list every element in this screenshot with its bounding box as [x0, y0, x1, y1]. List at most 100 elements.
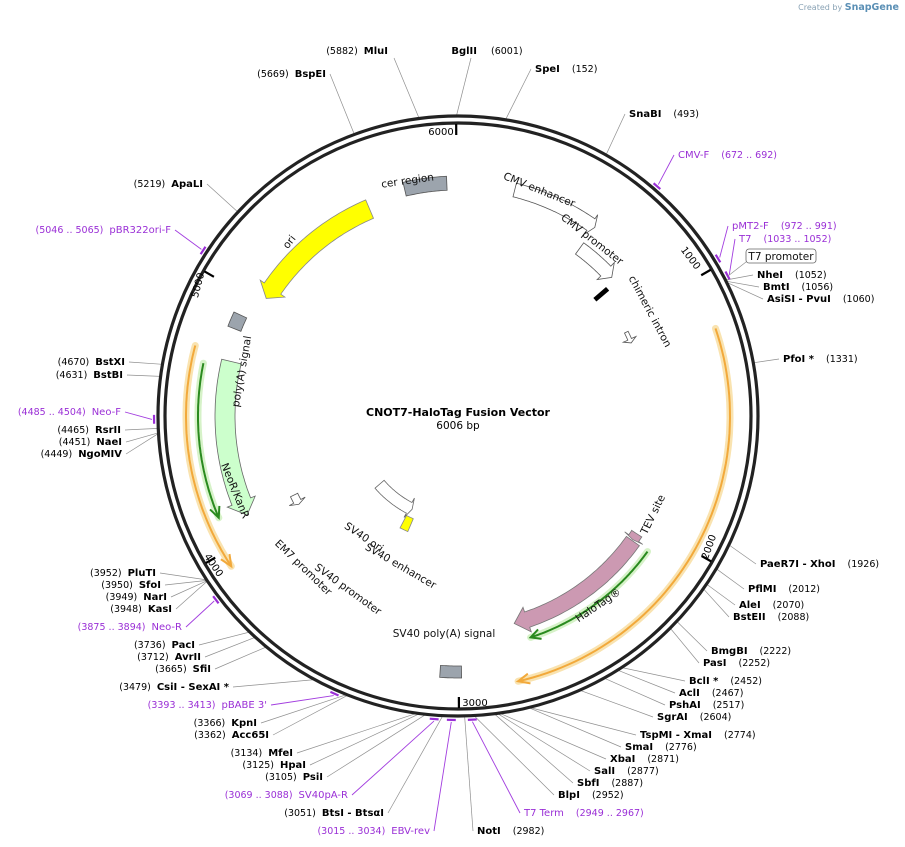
primer-range: (972 .. 991)	[781, 221, 837, 232]
enzyme-site-asisi-pvui[interactable]: AsiSI - PvuI(1060)	[767, 294, 874, 305]
enzyme-site-nari[interactable]: NarI(3949)	[106, 592, 167, 603]
enzyme-name: SgrAI	[657, 712, 688, 723]
enzyme-site-nhei[interactable]: NheI(1052)	[757, 270, 827, 281]
enzyme-position: (5669)	[257, 69, 289, 80]
enzyme-site-acli[interactable]: AclI(2467)	[679, 688, 743, 699]
sv40-polya-box	[439, 664, 463, 679]
chimeric-intron-arrow	[621, 330, 638, 344]
enzyme-site-bmti[interactable]: BmtI(1056)	[763, 282, 833, 293]
enzyme-site-naei[interactable]: NaeI (4451)	[59, 437, 122, 448]
enzyme-site-acc65i[interactable]: Acc65I (3362)	[194, 730, 269, 741]
enzyme-site-smai[interactable]: SmaI(2776)	[625, 742, 697, 753]
enzyme-position: (2982)	[513, 826, 545, 837]
enzyme-position: (2871)	[647, 754, 679, 765]
enzyme-site-sfii[interactable]: SfiI(3665)	[155, 664, 211, 675]
enzyme-site-apali[interactable]: ApaLI(5219)	[134, 179, 203, 190]
enzyme-site-paci[interactable]: PacI(3736)	[134, 640, 195, 651]
enzyme-site-pasi[interactable]: PasI(2252)	[703, 658, 770, 669]
primer-site-pbr322ori-f[interactable]: pBR322ori-F(5046 .. 5065)	[36, 225, 172, 236]
enzyme-site-sgrai[interactable]: SgrAI (2604)	[657, 712, 731, 723]
enzyme-site-bspei[interactable]: BspEI(5669)	[257, 69, 326, 80]
primer-site-sv40pa-r[interactable]: SV40pA-R(3069 .. 3088)	[225, 790, 348, 801]
leader-lines	[124, 57, 780, 832]
enzyme-position: (5882)	[326, 46, 358, 57]
enzyme-leader	[473, 715, 555, 796]
enzyme-name: TspMI - XmaI	[640, 730, 712, 741]
enzyme-site-bsteii[interactable]: BstEII(2088)	[733, 612, 809, 623]
enzyme-site-bglii[interactable]: BglII(6001)	[451, 46, 522, 57]
enzyme-leader	[621, 667, 686, 682]
enzyme-site-sbfi[interactable]: SbfI(2887)	[577, 778, 643, 789]
primer-site-pmt2-f[interactable]: pMT2-F(972 .. 991)	[732, 221, 837, 232]
enzyme-leader	[669, 627, 700, 664]
enzyme-position: (4465)	[57, 425, 89, 436]
enzyme-name: Acc65I	[232, 730, 269, 741]
enzyme-position: (2012)	[788, 584, 820, 595]
enzyme-site-mfei[interactable]: MfeI(3134)	[231, 748, 293, 759]
enzyme-site-rsrii[interactable]: RsrII(4465)	[57, 425, 121, 436]
enzyme-position: (2952)	[592, 790, 624, 801]
enzyme-site-hpai[interactable]: HpaI(3125)	[242, 760, 306, 771]
primer-site-ebv-rev[interactable]: EBV-rev(3015 .. 3034)	[317, 826, 430, 837]
primer-site-t7-term[interactable]: T7 Term(2949 .. 2967)	[523, 808, 644, 819]
enzyme-site-bstbi[interactable]: BstBI(4631)	[56, 370, 123, 381]
enzyme-site-kasi[interactable]: KasI(3948)	[110, 604, 172, 615]
enzyme-name: NaeI	[96, 437, 122, 448]
enzyme-site-bmgbi[interactable]: BmgBI(2222)	[711, 646, 791, 657]
enzyme-site-mlui[interactable]: MluI(5882)	[326, 46, 388, 57]
enzyme-site-alei[interactable]: AleI(2070)	[739, 600, 804, 611]
feature-label-tev-site: TEV site	[638, 493, 668, 537]
enzyme-site-bcli[interactable]: BclI *(2452)	[689, 676, 762, 687]
enzyme-site-pluti[interactable]: PluTI(3952)	[90, 568, 156, 579]
enzyme-site-sfoi[interactable]: SfoI(3950)	[101, 580, 161, 591]
enzyme-site-pshai[interactable]: PshAI(2517)	[669, 700, 744, 711]
primer-site-neo-f[interactable]: Neo-F(4485 .. 4504)	[18, 407, 121, 418]
enzyme-name: PfoI *	[783, 354, 815, 365]
enzyme-site-tspmi-xmai[interactable]: TspMI - XmaI(2774)	[640, 730, 756, 741]
primer-name: Neo-R	[152, 622, 183, 633]
enzyme-site-bstxi[interactable]: BstXI(4670)	[58, 357, 125, 368]
primer-range: (3393 .. 3413)	[148, 700, 216, 711]
primer-mark	[329, 690, 339, 697]
enzyme-site-pflmi[interactable]: PflMI(2012)	[748, 584, 820, 595]
enzyme-position: (3125)	[242, 760, 274, 771]
enzyme-site-avrii[interactable]: AvrII(3712)	[137, 652, 201, 663]
neor-kanr-arrow	[214, 358, 256, 516]
enzyme-site-psii[interactable]: PsiI(3105)	[265, 772, 323, 783]
primer-leader	[351, 720, 435, 796]
enzyme-site-btsi-bts-i[interactable]: BtsI - BtsαI(3051)	[284, 808, 384, 819]
primer-leader	[270, 695, 334, 706]
enzyme-leader	[703, 588, 730, 618]
enzyme-site-snabi[interactable]: SnaBI(493)	[629, 109, 699, 120]
enzyme-name: PasI	[703, 658, 726, 669]
t7-promoter-box	[745, 248, 817, 264]
enzyme-site-kpni[interactable]: KpnI(3366)	[194, 718, 257, 729]
enzyme-leader	[126, 374, 161, 377]
enzyme-position: (2604)	[700, 712, 732, 723]
primer-site-neo-r[interactable]: Neo-R(3875 .. 3894)	[78, 622, 182, 633]
primer-site-cmv-f[interactable]: CMV-F(672 .. 692)	[678, 150, 777, 161]
enzyme-position: (3051)	[284, 808, 316, 819]
enzyme-name: SbfI	[577, 778, 599, 789]
enzyme-site-ngomiv[interactable]: NgoMIV(4449)	[41, 449, 123, 460]
enzyme-name: SpeI	[535, 64, 560, 75]
enzyme-leader	[232, 679, 315, 688]
enzyme-site-csii-sexai[interactable]: CsiI - SexAI *(3479)	[119, 682, 230, 693]
enzyme-site-sali[interactable]: SalI(2877)	[594, 766, 659, 777]
snapgene-watermark: Created by SnapGene	[798, 2, 899, 13]
enzyme-site-spei[interactable]: SpeI(152)	[535, 64, 597, 75]
enzyme-site-pfoi[interactable]: PfoI *(1331)	[783, 354, 858, 365]
enzyme-leader	[456, 57, 472, 117]
enzyme-site-noti[interactable]: NotI (2982)	[477, 826, 544, 837]
primer-range: (1033 .. 1052)	[763, 234, 831, 245]
primer-site-pbabe-3[interactable]: pBABE 3'(3393 .. 3413)	[148, 700, 267, 711]
enzyme-site-xbai[interactable]: XbaI(2871)	[610, 754, 679, 765]
enzyme-name: NotI	[477, 826, 501, 837]
enzyme-name: NarI	[143, 592, 167, 603]
enzyme-position: (4451)	[59, 437, 91, 448]
enzyme-site-blpi[interactable]: BlpI(2952)	[558, 790, 624, 801]
primer-site-t7[interactable]: T7(1033 .. 1052)	[738, 234, 831, 245]
enzyme-site-paer7i-xhoi[interactable]: PaeR7I - XhoI(1926)	[760, 559, 879, 570]
halotag-arrow	[513, 535, 640, 633]
enzyme-position: (3362)	[194, 730, 226, 741]
